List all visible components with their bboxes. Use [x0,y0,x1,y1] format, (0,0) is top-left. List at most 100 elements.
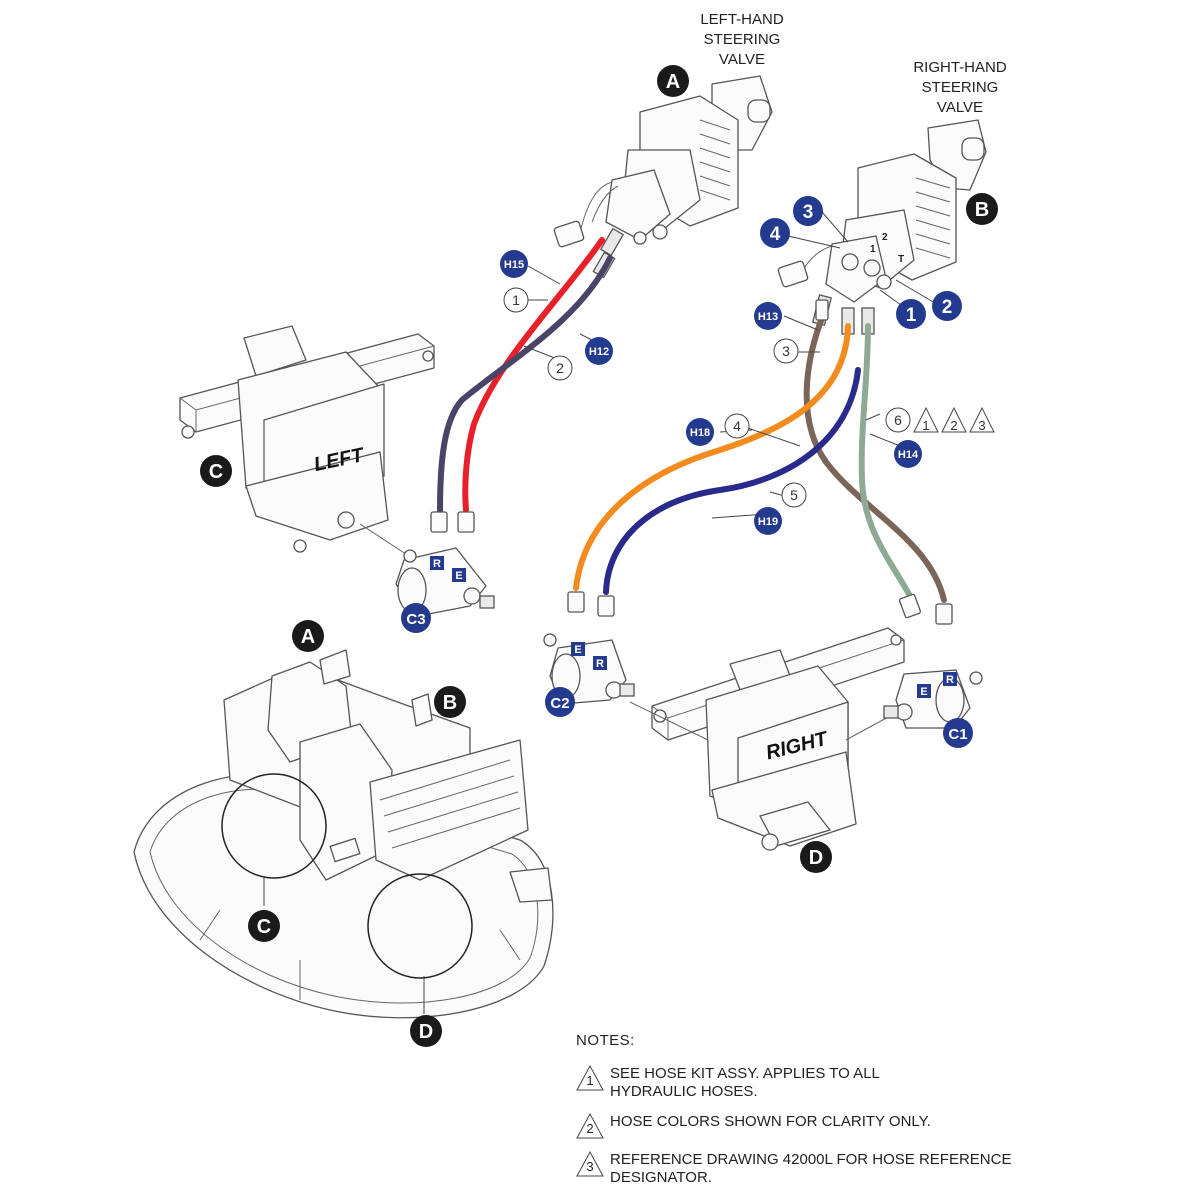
svg-text:H12: H12 [589,346,609,358]
svg-text:C: C [209,461,223,483]
right-valve-label: RIGHT-HAND STEERING VALVE [913,59,1007,116]
svg-text:H19: H19 [758,516,778,528]
callout-a-bottom: A [292,620,324,652]
svg-text:2: 2 [942,297,953,318]
fitting-callout-c3: C3 [401,603,431,633]
callout-d-right: D [800,841,832,873]
port-callout-4: 4 [760,218,790,248]
c2-port-r-tag: R [593,656,607,670]
note-triangle-1: 1 [576,1065,604,1091]
callout-b-bottom: B [434,686,466,718]
svg-text:6: 6 [894,412,902,428]
right-valve-label-line1: RIGHT-HAND [913,59,1007,76]
note-item-1: 1 SEE HOSE KIT ASSY. APPLIES TO ALL HYDR… [576,1065,1176,1101]
port-callout-1: 1 [896,299,926,329]
hose-ref-h13: H13 [754,302,782,330]
left-valve-label: LEFT-HAND STEERING VALVE [700,11,784,68]
callout-c-bottom: C [248,910,280,942]
svg-text:C: C [257,916,271,938]
item-number-3: 3 [773,338,799,364]
svg-text:2: 2 [950,418,957,433]
note-text-2: HOSE COLORS SHOWN FOR CLARITY ONLY. [610,1113,931,1130]
c3-port-e-tag: E [452,568,466,582]
svg-text:D: D [419,1021,433,1043]
hose-ref-h12: H12 [585,337,613,365]
svg-text:3: 3 [978,418,985,433]
right-motor-drawing [629,627,905,851]
port-callout-2: 2 [932,291,962,321]
svg-text:1: 1 [512,292,520,308]
hose-navy-h19 [603,367,861,595]
fitting-callout-c1: C1 [943,718,973,748]
item6-note-triangle-2: 2 [941,406,967,433]
svg-text:H13: H13 [758,311,778,323]
svg-text:A: A [666,71,680,93]
right-steering-valve-drawing [777,119,987,335]
svg-text:E: E [455,570,462,582]
right-valve-label-line2: STEERING [922,79,999,96]
notes-section: NOTES: 1 SEE HOSE KIT ASSY. APPLIES TO A… [576,1032,1176,1199]
hose-ref-h15: H15 [500,250,528,278]
port-callout-3: 3 [793,196,823,226]
left-steering-valve-drawing [553,75,773,279]
svg-text:E: E [574,644,581,656]
item-number-6: 6 [885,407,911,433]
fitting-c3-drawing [395,547,495,617]
item-number-4: 4 [724,413,750,439]
note-triangle-2: 2 [576,1113,604,1139]
c1-port-r-tag: R [943,672,957,686]
svg-text:5: 5 [790,487,798,503]
svg-text:4: 4 [733,418,741,434]
svg-text:1: 1 [906,305,917,326]
left-valve-label-line1: LEFT-HAND [700,11,784,28]
item-number-5: 5 [781,482,807,508]
c1-port-e-tag: E [917,684,931,698]
callout-a-top: A [657,65,689,97]
item6-note-triangle-1: 1 [913,406,939,433]
svg-text:1: 1 [922,418,929,433]
detail-circle-d [367,873,473,1014]
item-number-1: 1 [503,287,529,313]
callout-c-left: C [200,455,232,487]
svg-text:H14: H14 [898,449,919,461]
valve-port-2-mark: 2 [882,232,888,243]
svg-text:2: 2 [556,360,564,376]
detail-circle-c [221,773,327,906]
note-triangle-3: 3 [576,1151,604,1177]
hose-brown-h13 [803,315,947,603]
c3-port-r-tag: R [430,556,444,570]
svg-text:H18: H18 [690,427,710,439]
hoses [437,237,947,603]
power-trowel-overview-drawing [133,649,554,1019]
hose-end-fittings [430,299,953,625]
svg-text:C3: C3 [406,611,425,628]
valve-port-1-mark: 1 [870,244,876,255]
svg-text:A: A [301,626,315,648]
hose-ref-h18: H18 [686,418,714,446]
right-valve-label-line3: VALVE [937,99,983,116]
svg-text:C1: C1 [948,726,967,743]
left-valve-label-line2: STEERING [704,31,781,48]
hose-ref-h19: H19 [754,507,782,535]
note-item-2: 2 HOSE COLORS SHOWN FOR CLARITY ONLY. [576,1113,1176,1139]
note-text-1: SEE HOSE KIT ASSY. APPLIES TO ALL HYDRAU… [610,1065,880,1100]
left-motor-drawing [179,325,435,559]
svg-text:H15: H15 [504,259,524,271]
fitting-c1-drawing [883,669,983,729]
svg-text:4: 4 [770,224,781,245]
item6-note-triangle-3: 3 [969,406,995,433]
svg-text:R: R [433,558,441,570]
hose-orange-h18 [573,323,851,591]
note-text-3: REFERENCE DRAWING 42000L FOR HOSE REFERE… [610,1151,1012,1186]
svg-text:C2: C2 [550,695,569,712]
c2-port-e-tag: E [571,642,585,656]
notes-header: NOTES: [576,1032,635,1049]
hose-ref-h14: H14 [894,440,922,468]
svg-text:B: B [975,199,989,221]
svg-text:E: E [920,686,927,698]
svg-text:3: 3 [782,343,790,359]
note-item-3: 3 REFERENCE DRAWING 42000L FOR HOSE REFE… [576,1151,1176,1187]
svg-text:R: R [596,658,604,670]
valve-port-t-mark: T [898,254,904,265]
